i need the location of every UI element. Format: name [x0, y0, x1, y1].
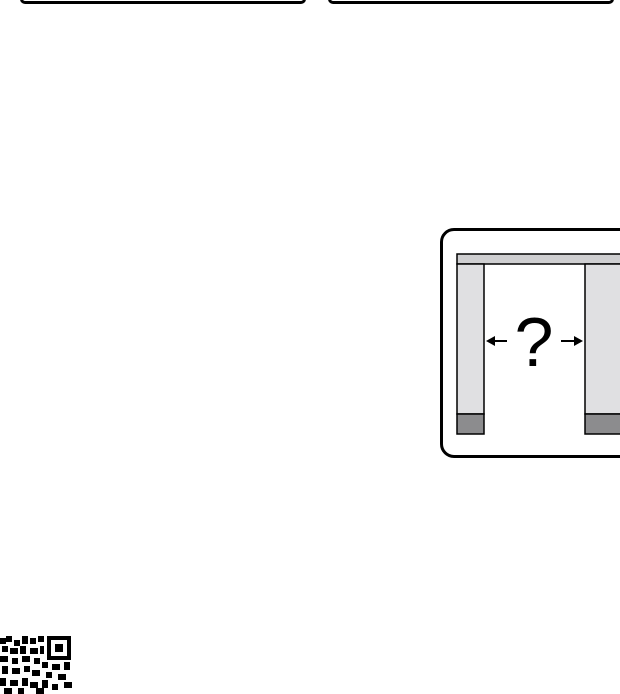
question-mark: ? — [515, 303, 554, 381]
door-frame-illustration: ? — [456, 253, 620, 435]
top-right-frame — [328, 0, 614, 4]
right-door-base — [584, 413, 620, 435]
right-arrow-icon — [561, 336, 583, 346]
top-left-frame — [20, 0, 306, 4]
lintel-bar — [456, 253, 620, 265]
qr-code-icon — [0, 634, 75, 694]
left-arrow-icon — [486, 336, 507, 346]
left-door-base — [456, 413, 485, 435]
right-door-post — [584, 263, 620, 415]
door-width-figure: ? — [440, 228, 620, 458]
left-door-post — [456, 263, 485, 415]
